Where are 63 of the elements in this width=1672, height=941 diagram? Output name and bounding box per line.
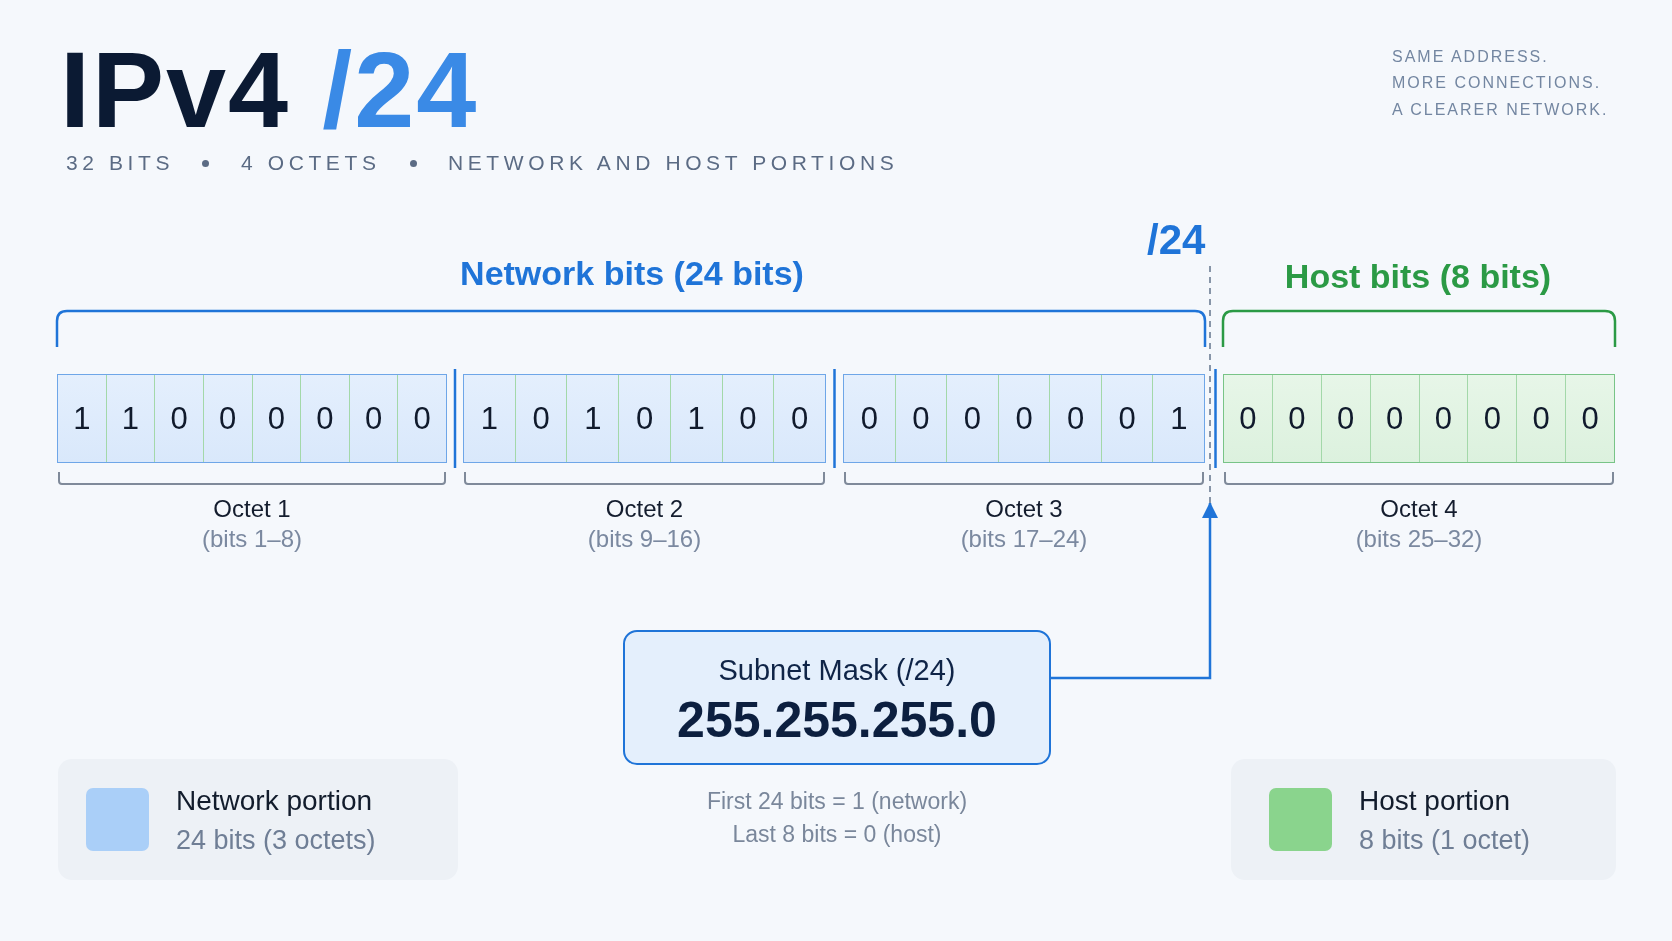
bit-cell: 0 — [348, 375, 398, 462]
title: IPv4 /24 — [60, 34, 479, 146]
bit-range-label: (bits 17–24) — [960, 524, 1088, 554]
bit-cell: 0 — [514, 375, 567, 462]
bit-cell: 1 — [566, 375, 619, 462]
bit-cell: 1 — [669, 375, 722, 462]
mask-note: First 24 bits = 1 (network) — [706, 787, 968, 816]
bit-cell: 0 — [618, 375, 670, 462]
bit-cell: 0 — [844, 375, 895, 462]
prefix-length-label: /24 — [1147, 216, 1206, 264]
bit-cell: 0 — [773, 375, 826, 462]
tagline-text: SAME ADDRESS. — [1392, 47, 1549, 67]
arrow — [1051, 502, 1218, 680]
legend-description: 24 bits (3 octets) — [176, 824, 376, 855]
octet-box — [57, 374, 447, 463]
bit-cell: 0 — [1049, 375, 1101, 462]
octet-box — [463, 374, 826, 463]
bit-cell: 0 — [397, 375, 446, 462]
boundary-line — [1209, 266, 1211, 503]
subnet-mask-box — [623, 630, 1051, 765]
host-bits-label: Host bits (8 bits) — [1284, 256, 1552, 296]
bit-cell: 0 — [1418, 375, 1468, 462]
bit-range-label: (bits 25–32) — [1355, 524, 1483, 554]
network-bits-label: Network bits (24 bits) — [460, 253, 804, 293]
legend-label: Host portion — [1359, 784, 1510, 817]
mask-value: 255.255.255.0 — [677, 692, 997, 748]
tagline-text: MORE CONNECTIONS. — [1392, 73, 1602, 93]
bit-cell: 0 — [946, 375, 998, 462]
bit-range-label: (bits 9–16) — [587, 524, 702, 554]
bit-cell: 0 — [1516, 375, 1566, 462]
bit-cell: 0 — [300, 375, 349, 462]
octet-box — [843, 374, 1205, 463]
bit-cell: 1 — [58, 375, 106, 462]
octet-label: Octet 2 — [605, 494, 684, 524]
bit-cell: 0 — [997, 375, 1050, 462]
mask-heading: Subnet Mask (/24) — [718, 654, 956, 686]
tagline-text: A CLEARER NETWORK. — [1392, 100, 1609, 120]
bit-cell: 0 — [251, 375, 301, 462]
subtitle-text: 32 BITS — [66, 150, 175, 176]
bit-cell: 0 — [1369, 375, 1419, 462]
bit-cell: 0 — [721, 375, 774, 462]
bit-cell: 0 — [154, 375, 203, 462]
octet-label: Octet 3 — [985, 494, 1063, 524]
bit-cell: 0 — [1565, 375, 1614, 462]
bit-cell: 0 — [1467, 375, 1517, 462]
bit-cell: 0 — [202, 375, 252, 462]
bit-cell: 0 — [894, 375, 947, 462]
octet-label: Octet 4 — [1380, 494, 1458, 524]
octet-label: Octet 1 — [213, 494, 291, 524]
legend-label: Network portion — [176, 784, 373, 817]
bit-range-label: (bits 1–8) — [201, 524, 302, 554]
subtitle-text: 4 OCTETS — [241, 150, 381, 176]
bit-cell: 1 — [464, 375, 515, 462]
bit-cell: 0 — [1271, 375, 1321, 462]
bit-cell: 0 — [1320, 375, 1370, 462]
bit-cell: 1 — [105, 375, 155, 462]
bit-cell: 0 — [1100, 375, 1153, 462]
legend-description: 8 bits (1 octet) — [1359, 824, 1531, 855]
mask-note: Last 8 bits = 0 (host) — [732, 820, 942, 849]
octet-box — [1223, 374, 1615, 463]
bit-cell: 0 — [1224, 375, 1272, 462]
subtitle-text: NETWORK AND HOST PORTIONS — [448, 150, 899, 176]
bit-cell: 1 — [1152, 375, 1205, 462]
